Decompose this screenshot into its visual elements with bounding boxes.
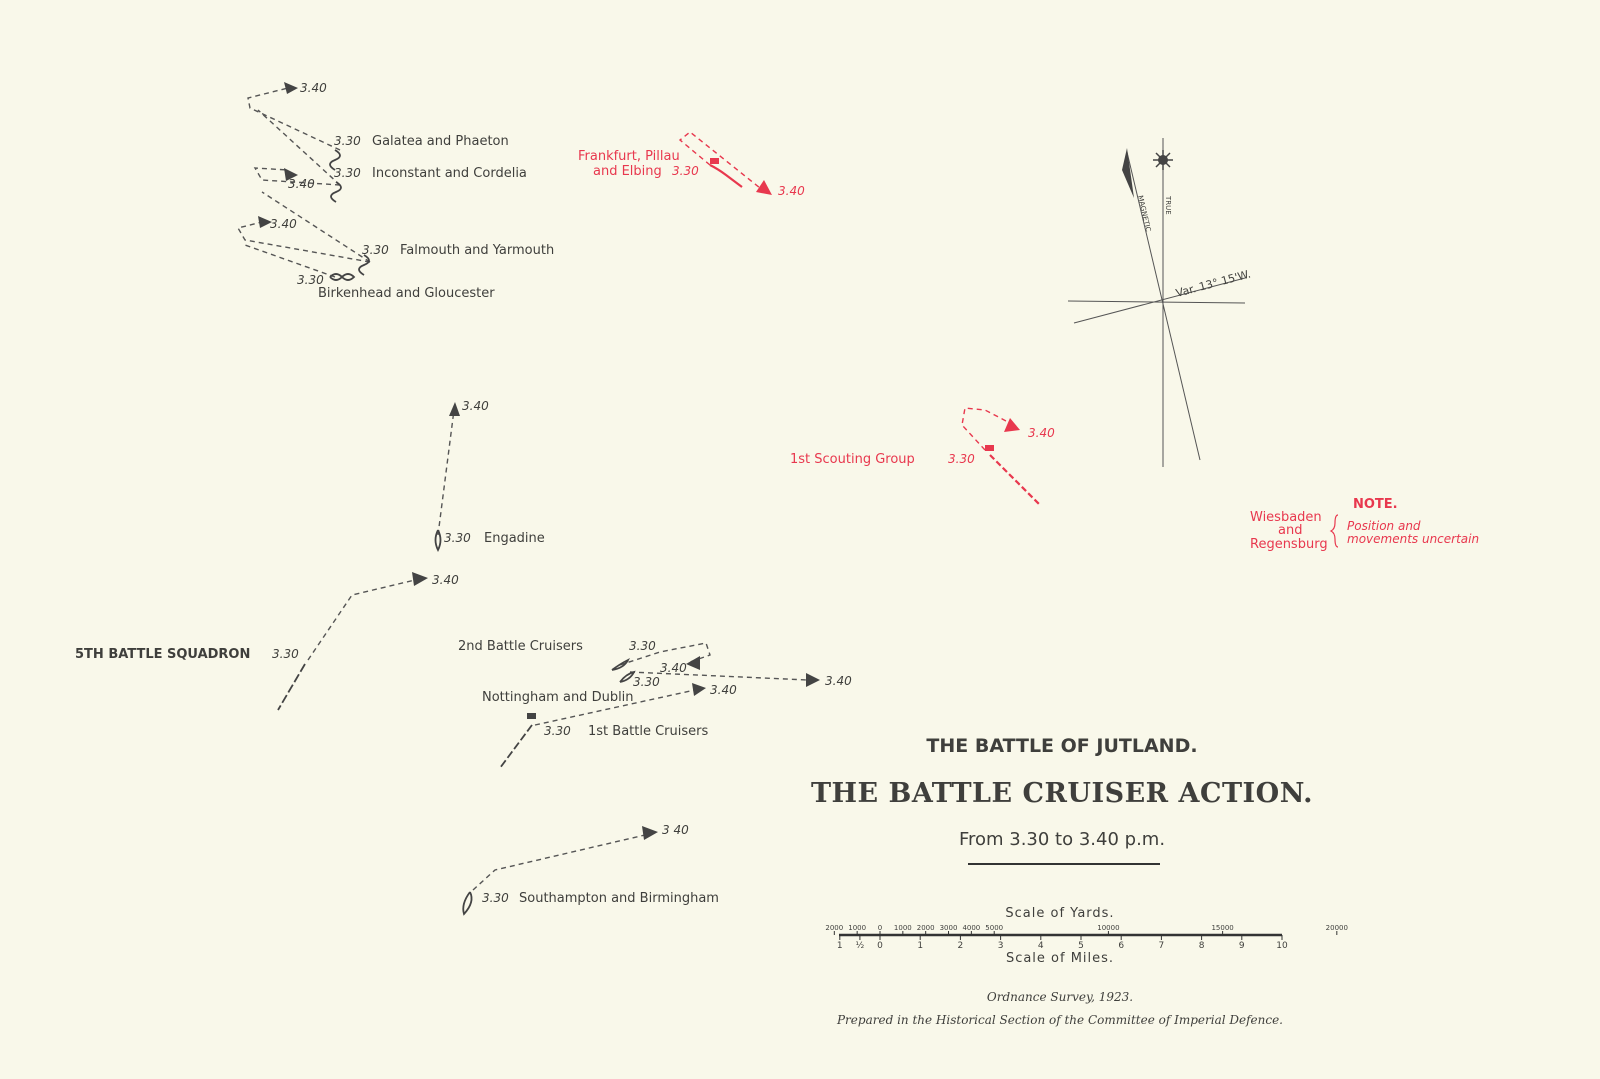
nottingham-time-340: 3.40 (825, 674, 852, 688)
5th-bs-time-330: 3.30 (272, 647, 299, 661)
engadine-time-330: 3.30 (444, 531, 471, 545)
galatea-label: Galatea and Phaeton (372, 134, 509, 149)
2nd-bc-time-340: 3.40 (660, 661, 687, 675)
engadine-label: Engadine (484, 531, 545, 546)
yard-tick-label: 2000 (917, 924, 935, 932)
footer: Ordnance Survey, 1923. Prepared in the H… (836, 990, 1283, 1027)
wiesbaden-line3: Regensburg (1250, 537, 1328, 552)
inconstant-time-340: 3.40 (288, 177, 315, 191)
frankfurt-label-line1: Frankfurt, Pillau (578, 149, 680, 164)
track-birkenhead-gloucester: 3.30 Birkenhead and Gloucester (244, 244, 495, 301)
yard-tick-label: 10000 (1097, 924, 1119, 932)
frankfurt-time-330: 3.30 (672, 164, 699, 178)
2nd-bc-label: 2nd Battle Cruisers (458, 639, 583, 654)
galatea-time-330: 3.30 (334, 134, 361, 148)
yard-tick-label: 4000 (962, 924, 980, 932)
true-north-star-icon (1153, 150, 1173, 170)
wiesbaden-line2: and (1278, 523, 1302, 538)
true-label: TRUE (1164, 195, 1172, 215)
wiesbaden-regensburg-note: Wiesbaden and Regensburg NOTE. Position … (1250, 497, 1479, 552)
magnetic-north-arrow-icon (1122, 148, 1134, 198)
ordnance-survey-credit: Ordnance Survey, 1923. (987, 990, 1133, 1004)
yard-tick-label: 15000 (1211, 924, 1233, 932)
yard-tick-label: 5000 (985, 924, 1003, 932)
mile-tick-label: 1 (837, 941, 843, 951)
1st-bc-time-340: 3.40 (710, 683, 737, 697)
yard-tick-label: 20000 (1326, 924, 1348, 932)
map-subtitle: From 3.30 to 3.40 p.m. (959, 829, 1165, 850)
mile-tick-label: 8 (1199, 941, 1205, 951)
1st-scouting-group-label: 1st Scouting Group (790, 452, 915, 467)
frankfurt-label-line2: and Elbing (593, 164, 662, 179)
birkenhead-time-330: 3.30 (297, 273, 324, 287)
track-5th-battle-squadron: 5TH BATTLE SQUADRON 3.30 3.40 (75, 572, 459, 711)
mile-tick-label: 6 (1118, 941, 1124, 951)
falmouth-time-340: 3.40 (270, 217, 297, 231)
southampton-time-330: 3.30 (482, 891, 509, 905)
mile-tick-label: 5 (1078, 941, 1084, 951)
frankfurt-time-340: 3.40 (778, 184, 805, 198)
track-frankfurt-pillau-elbing: Frankfurt, Pillau and Elbing 3.30 3.40 (578, 131, 805, 198)
nottingham-time-330: 3.30 (633, 675, 660, 689)
mile-tick-label: 4 (1038, 941, 1044, 951)
engadine-time-340: 3.40 (462, 399, 489, 413)
map-title: THE BATTLE CRUISER ACTION. (811, 778, 1313, 809)
scale-yards-title: Scale of Yards. (1005, 906, 1114, 921)
track-2nd-battle-cruisers: 2nd Battle Cruisers 3.30 3.40 (458, 639, 711, 675)
southampton-time-340: 3 40 (662, 823, 689, 837)
mile-tick-label: 1 (917, 941, 923, 951)
2nd-bc-time-330: 3.30 (629, 639, 656, 653)
mile-tick-label: 2 (958, 941, 964, 951)
mile-tick-label: 10 (1276, 941, 1288, 951)
scale-miles-title: Scale of Miles. (1006, 951, 1114, 966)
track-engadine: 3.30 Engadine 3.40 (434, 399, 545, 553)
track-southampton-birmingham: 3.30 Southampton and Birmingham 3 40 (462, 823, 719, 916)
mile-tick-label: ½ (856, 941, 865, 951)
yard-tick-label: 2000 (825, 924, 843, 932)
birkenhead-label: Birkenhead and Gloucester (318, 286, 495, 301)
yard-tick-label: 3000 (940, 924, 958, 932)
nottingham-label: Nottingham and Dublin (482, 690, 634, 705)
track-falmouth-yarmouth: 3.30 Falmouth and Yarmouth 3.40 (236, 191, 554, 276)
map-heading: THE BATTLE OF JUTLAND. (926, 735, 1197, 757)
track-1st-battle-cruisers: 3.30 1st Battle Cruisers 3.40 (499, 683, 737, 769)
note-heading: NOTE. (1353, 497, 1398, 512)
5th-bs-time-340: 3.40 (432, 573, 459, 587)
yard-tick-label: 1000 (894, 924, 912, 932)
mile-tick-label: 7 (1159, 941, 1165, 951)
5th-battle-squadron-label: 5TH BATTLE SQUADRON (75, 647, 250, 662)
note-line1: Position and (1347, 519, 1421, 533)
track-nottingham-dublin: 3.30 Nottingham and Dublin 3.40 (482, 670, 852, 705)
inconstant-time-330: 3.30 (334, 166, 361, 180)
track-inconstant-cordelia: 3.30 Inconstant and Cordelia 3.40 (253, 109, 527, 203)
falmouth-time-330: 3.30 (362, 243, 389, 257)
yard-tick-label: 0 (878, 924, 882, 932)
mile-tick-label: 9 (1239, 941, 1245, 951)
inconstant-label: Inconstant and Cordelia (372, 166, 527, 181)
yard-tick-label: 1000 (848, 924, 866, 932)
1st-bc-time-330: 3.30 (544, 724, 571, 738)
1st-scouting-time-330: 3.30 (948, 452, 975, 466)
falmouth-label: Falmouth and Yarmouth (400, 243, 554, 258)
galatea-time-340: 3.40 (300, 81, 327, 95)
mile-tick-label: 3 (998, 941, 1004, 951)
mile-tick-label: 0 (877, 941, 883, 951)
note-line2: movements uncertain (1347, 532, 1479, 546)
wiesbaden-line1: Wiesbaden (1250, 510, 1322, 525)
southampton-label: Southampton and Birmingham (519, 891, 719, 906)
prepared-by-credit: Prepared in the Historical Section of th… (836, 1013, 1283, 1027)
1st-scouting-time-340: 3.40 (1028, 426, 1055, 440)
title-block: THE BATTLE OF JUTLAND. THE BATTLE CRUISE… (811, 735, 1313, 865)
1st-bc-label: 1st Battle Cruisers (588, 724, 708, 739)
track-galatea-phaeton: 3.30 Galatea and Phaeton 3.40 (247, 81, 509, 171)
track-1st-scouting-group: 1st Scouting Group 3.30 3.40 (790, 407, 1055, 506)
